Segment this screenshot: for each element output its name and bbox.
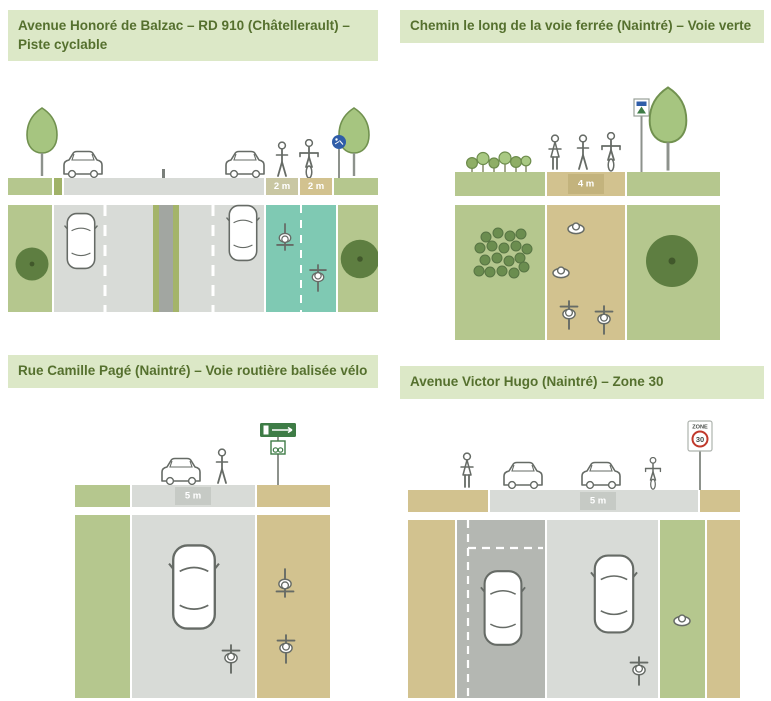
car-top-icon (168, 544, 220, 630)
woman-icon (548, 134, 562, 170)
zone-sign-number: 30 (696, 435, 704, 444)
sidewalk-strip (408, 490, 488, 512)
bollard-icon (162, 169, 165, 178)
shrub-icon (520, 155, 532, 167)
zone-sign-text: ZONE (692, 425, 708, 431)
car-front-icon (225, 150, 265, 179)
sidewalk-plan (707, 520, 740, 698)
median-plan (159, 205, 173, 312)
measure-label: 4 m (578, 179, 594, 190)
tree-canopy-icon (340, 239, 378, 279)
panel-title-camille-page: Rue Camille Pagé (Naintré) – Voie routiè… (8, 355, 378, 388)
shrub-icon (465, 156, 478, 169)
car-top-icon (480, 569, 526, 647)
diagram-camille-page: 5 m (75, 423, 330, 698)
median-edge (173, 205, 179, 312)
zone-30-sign-icon: ZONE 30 (687, 420, 713, 490)
sidewalk-strip (700, 490, 740, 512)
shrub-icon (498, 151, 512, 165)
cycle-strip-chip (266, 178, 298, 195)
sidewalk-plan (257, 515, 330, 698)
measure-label: 5 m (185, 491, 201, 502)
shrub-icon (509, 155, 522, 168)
verge-strip (627, 172, 720, 196)
shrub-icon (476, 151, 490, 166)
car-front-icon (581, 461, 621, 490)
pedestrian-icon (576, 134, 590, 170)
cyclist-front-icon (601, 132, 621, 172)
panel-title-voie-verte: Chemin le long de la voie ferrée (Naintr… (400, 10, 764, 43)
tree-canopy-icon (15, 247, 49, 281)
verge-plan (75, 515, 130, 698)
verge-strip (75, 485, 130, 507)
road-strip (64, 178, 264, 195)
median-edge (153, 205, 159, 312)
sidewalk-strip (257, 485, 330, 507)
measure-label: 5 m (590, 496, 606, 507)
sidewalk-plan (408, 520, 455, 698)
diagram-voie-verte: 4 m (455, 85, 720, 340)
diagram-victor-hugo: ZONE 30 5 m (408, 420, 740, 698)
diagram-balzac: 2 m 2 m (8, 106, 378, 312)
direction-sign-icon (260, 423, 296, 485)
car-top-icon (590, 554, 638, 634)
verge-strip (8, 178, 52, 195)
measure-chip (580, 492, 616, 510)
verge-strip (455, 172, 545, 196)
verge-strip (334, 178, 378, 195)
panel-title-balzac: Avenue Honoré de Balzac – RD 910 (Châtel… (8, 10, 378, 62)
cyclist-front-icon (299, 139, 319, 179)
tree-canopy-icon (646, 235, 698, 287)
verge-plan (660, 520, 705, 698)
measure-chip (175, 487, 211, 505)
car-front-icon (503, 461, 543, 490)
sidewalk-strip-chip (300, 178, 332, 195)
shared-path-sign-icon (332, 135, 346, 178)
voie-verte-sign-icon (633, 98, 650, 172)
shrub-icon (488, 157, 500, 169)
measure-chip (568, 174, 604, 194)
pedestrian-icon (275, 141, 289, 177)
measure-label: 2 m (274, 181, 290, 192)
car-top-icon (63, 212, 99, 270)
panel-title-victor-hugo: Avenue Victor Hugo (Naintré) – Zone 30 (400, 366, 764, 399)
olive-strip (54, 178, 62, 195)
tree-side-icon (25, 106, 59, 178)
shrub-cluster (473, 227, 533, 279)
shrub-row (465, 151, 532, 172)
woman-icon (460, 452, 474, 488)
car-front-icon (161, 457, 201, 486)
car-top-icon (225, 204, 261, 262)
measure-label: 2 m (308, 181, 324, 192)
tree-side-icon (648, 85, 688, 173)
cyclist-front-icon (644, 457, 662, 490)
pedestrian-icon (215, 448, 229, 484)
car-front-icon (63, 150, 103, 179)
